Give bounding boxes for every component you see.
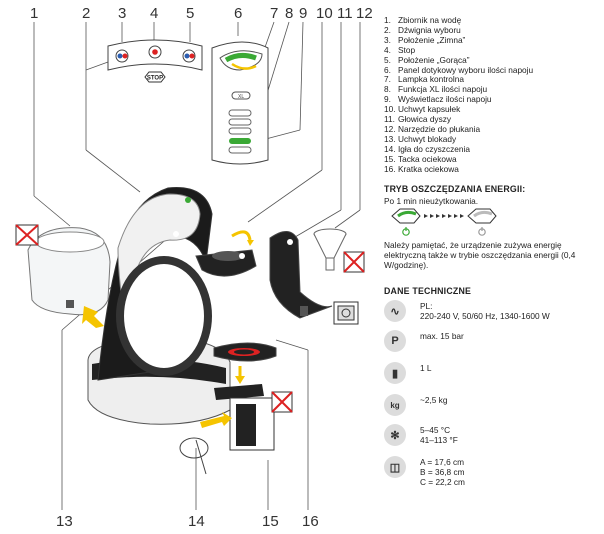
part-4: 4.Stop: [384, 44, 416, 55]
spec-weight: kg ~2,5 kg: [384, 394, 596, 420]
callout-13: 13: [56, 513, 73, 530]
no-dishwasher-icon: [15, 224, 39, 246]
eco-note: Należy pamiętać, że urządzenie zużywa en…: [384, 240, 576, 270]
assembly-arrows: [82, 306, 232, 428]
spec-pressure: P max. 15 bar: [384, 330, 596, 356]
capsule-holder: [195, 230, 257, 277]
drip-tray: [214, 366, 275, 451]
touch-panel-detail: XL: [211, 41, 269, 165]
stop-label: STOP: [147, 76, 163, 82]
part-9: 9.Wyświetlacz ilości napoju: [384, 94, 492, 105]
dimensions-icon: ◫: [384, 456, 406, 478]
no-dishwasher-icon-3: [271, 391, 293, 413]
eco-mode-diagram: [391, 208, 497, 236]
callout-10: 10: [316, 5, 333, 22]
pressure-icon: P: [384, 330, 406, 352]
callout-15: 15: [262, 513, 279, 530]
callout-12: 12: [356, 5, 373, 22]
part-1: 1.Zbiornik na wodę: [384, 15, 462, 25]
callout-11: 11: [337, 5, 353, 22]
lever-selector-detail: STOP: [107, 39, 203, 83]
volume-level-indicator: [229, 138, 251, 144]
water-tank: [27, 227, 111, 316]
callout-5: 5: [186, 5, 194, 22]
eco-title: TRYB OSZCZĘDZANIA ENERGII:: [384, 184, 526, 194]
part-16: 16.Kratka ociekowa: [384, 163, 459, 174]
callout-9: 9: [299, 5, 307, 22]
temperature-icon: ✻: [384, 424, 406, 446]
part-2: 2.Dźwignia wyboru: [384, 24, 461, 35]
callout-3: 3: [118, 5, 126, 22]
callout-6: 6: [234, 5, 242, 22]
no-dishwasher-icon-2: [343, 251, 365, 273]
stop-sign-icon: [144, 71, 166, 83]
water-tank-icon: ▮: [384, 362, 406, 384]
dishwasher-safe-icon: [333, 301, 359, 325]
part-13: 13.Uchwyt blokady: [384, 133, 457, 144]
eco-subtitle: Po 1 min nieużytkowania.: [384, 196, 479, 206]
part-12: 12.Narzędzie do płukania: [384, 123, 481, 134]
part-8: 8.Funkcja XL ilości napoju: [384, 84, 488, 95]
part-14: 14.Igła do czyszczenia: [384, 143, 470, 154]
part-11: 11.Głowica dyszy: [384, 114, 452, 125]
machine-body: [87, 187, 231, 425]
callout-14: 14: [188, 513, 205, 530]
swipe-indicator-icon: [224, 52, 257, 63]
specs-title: DANE TECHNICZNE: [384, 286, 472, 296]
part-5: 5.Położenie „Gorąca”: [384, 54, 470, 65]
power-supply-icon: ∿: [384, 300, 406, 322]
part-3: 3.Położenie „Zimna”: [384, 34, 466, 45]
weight-icon: kg: [384, 394, 406, 416]
callout-8: 8: [285, 5, 293, 22]
cleaning-needle: [179, 437, 209, 475]
callout-2: 2: [82, 5, 90, 22]
callout-7: 7: [270, 5, 278, 22]
callout-16: 16: [302, 513, 319, 530]
xl-label: XL: [238, 94, 244, 100]
drip-grid: [213, 342, 277, 362]
rinsing-tool: [313, 228, 347, 271]
nozzle-head: [269, 231, 333, 319]
callout-4: 4: [150, 5, 158, 22]
part-15: 15.Tacka ociekowa: [384, 153, 457, 164]
machine-diagram: 1 2 3 4 5 6 7 8 9 10 11 12 13 14 15 16: [15, 5, 373, 530]
callout-1: 1: [30, 5, 38, 22]
spec-tank: ▮ 1 L: [384, 362, 596, 388]
parts-list: 1.Zbiornik na wodę 2.Dźwignia wyboru 3.P…: [384, 15, 596, 175]
spec-power: ∿ PL:220-240 V, 50/60 Hz, 1340-1600 W: [384, 300, 596, 326]
part-7: 7.Lampka kontrolna: [384, 74, 464, 85]
part-10: 10.Uchwyt kapsułek: [384, 104, 461, 115]
part-6: 6.Panel dotykowy wyboru ilości napoju: [384, 64, 534, 75]
